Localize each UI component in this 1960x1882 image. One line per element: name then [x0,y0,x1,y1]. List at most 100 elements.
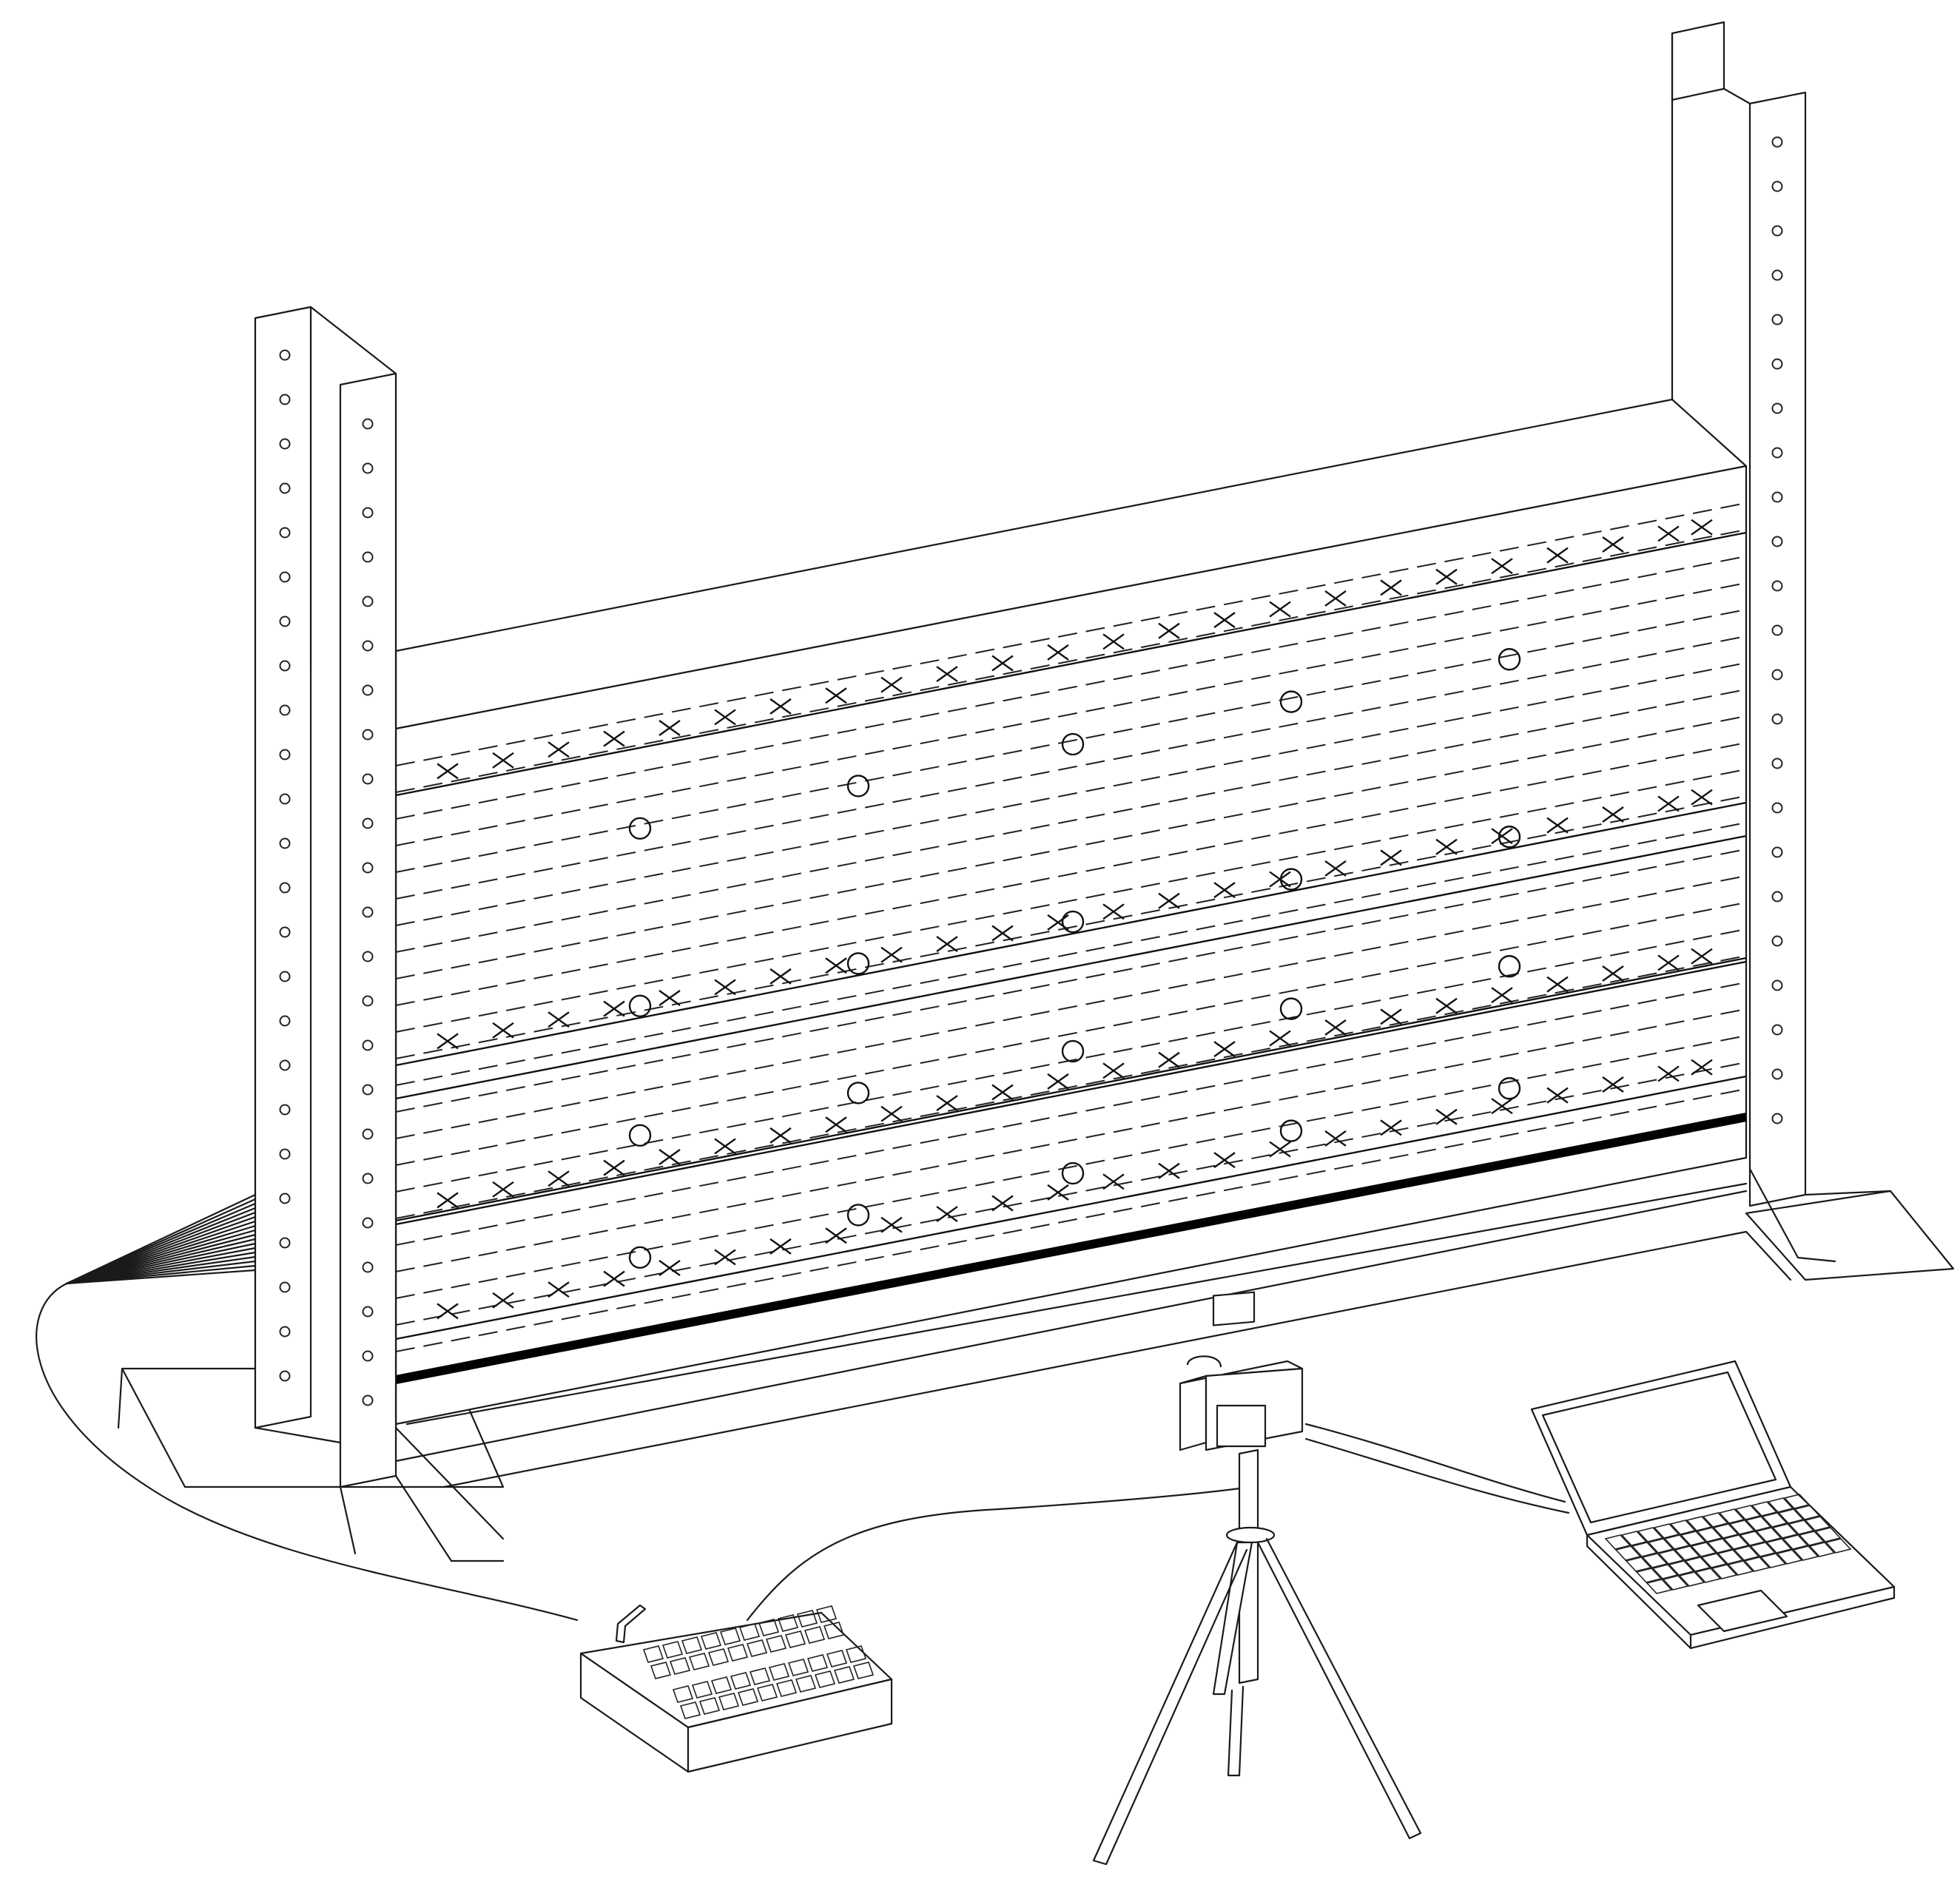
bolt-hole [362,684,374,696]
bolt-hole [1771,402,1783,414]
bolt-hole [362,1261,374,1273]
keyboard-key [1788,1520,1815,1535]
keypad-key [700,1632,722,1650]
keypad-key [765,1635,787,1653]
strain-gauge-mark [437,1192,459,1209]
strain-gauge-mark [492,752,514,769]
strain-gauge-mark [1491,987,1513,1004]
strain-gauge-mark [880,946,903,963]
dashed-line [395,662,1747,926]
strain-gauge-mark [714,709,736,726]
keyboard-key [1647,1538,1674,1554]
strain-gauge-mark [1691,519,1713,536]
bolt-hole [362,1394,374,1406]
keyboard-key [1771,1523,1799,1539]
keypad-key [806,1654,829,1672]
bolt-hole [1771,802,1783,814]
bolt-hole [362,951,374,962]
keypad-key [775,1679,798,1697]
keypad-key [777,1614,799,1632]
bolt-hole [362,995,374,1007]
keypad-key [688,1653,710,1670]
strain-gauge-mark [1602,965,1624,982]
keypad-key [707,1648,730,1666]
bolt-hole [1771,1113,1783,1124]
strain-gauge-mark [548,741,570,758]
cable-logger-to-camera [746,1485,1252,1622]
keyboard-key [1776,1549,1803,1565]
strain-gauge-mark [659,720,681,737]
keypad-key [727,1644,749,1662]
strain-gauge-mark [1380,1008,1402,1025]
measurement-point [846,775,870,797]
keyboard-key [1792,1545,1819,1561]
strain-gauge-mark [1158,1051,1180,1068]
wall-body [309,398,1748,1463]
measurement-point [1279,868,1303,891]
right-column [1671,21,1892,1263]
bolt-hole [362,1039,374,1051]
strain-gauge-mark [659,1149,681,1166]
measurement-point [1498,648,1521,671]
keyboard-key [1767,1497,1794,1513]
strain-gauge-mark [603,1000,625,1017]
left-column-holes-back [279,349,291,1382]
keyboard-key [1751,1501,1778,1517]
keyboard-key [1706,1538,1734,1554]
keyboard-key [1685,1516,1713,1531]
keyboard-key [1702,1512,1729,1528]
wire [65,1269,257,1285]
strain-gauge-mark [1691,1059,1713,1076]
keyboard-key [1663,1534,1691,1550]
keyboard-key [1745,1516,1772,1531]
keypad-key [691,1681,713,1699]
strain-gauge-mark [437,1033,459,1050]
measurement-point [628,1124,652,1147]
keypad-key [650,1662,672,1679]
dashed-line [395,928,1747,1193]
keyboard-key [1620,1531,1648,1546]
strain-gauge-mark [492,1181,514,1198]
strain-gauge-mark [1380,849,1402,866]
keyboard-key [1657,1549,1685,1565]
keyboard-key [1761,1512,1788,1528]
keyboard-key [1825,1538,1852,1554]
dashed-line [395,769,1747,1033]
keyboard-key [1804,1516,1831,1531]
dashed-line [395,875,1747,1139]
strain-gauge-mark [548,1281,570,1298]
laptop-touchpad [1697,1589,1788,1633]
strain-gauge-mark [936,666,958,683]
strain-gauge-mark [1213,1041,1236,1058]
dashed-line [395,635,1747,900]
keypad-key [795,1675,817,1693]
strain-gauge-mark [991,1084,1014,1101]
bolt-hole [279,971,291,982]
strain-gauge-mark [1102,903,1125,920]
bolt-hole [1771,136,1783,148]
data-logger [579,1604,893,1773]
strain-gauge-mark [1657,795,1680,812]
bolt-hole [1771,314,1783,326]
strain-gauge-mark [1213,612,1236,629]
keypad-key [756,1684,778,1701]
bolt-hole [279,1281,291,1293]
keyboard-key [1631,1542,1658,1557]
measurement-point [628,1246,652,1269]
strain-gauge-mark [1435,568,1458,585]
keypad-key [679,1701,701,1719]
strain-gauge-mark [1213,1152,1236,1169]
bolt-hole [362,1350,374,1362]
strain-gauge-mark [936,936,958,953]
bolt-hole [279,793,291,805]
gauge-line [395,531,1747,797]
bolt-hole [1771,491,1783,503]
dashed-line [395,742,1747,1006]
keypad-key [796,1610,818,1628]
strain-gauge-mark [1546,1087,1569,1104]
bolt-hole [1771,846,1783,858]
dashed-line [395,582,1747,846]
keyboard-key [1668,1560,1695,1576]
strain-gauge-mark [825,1116,847,1133]
keypad-key [787,1659,809,1676]
